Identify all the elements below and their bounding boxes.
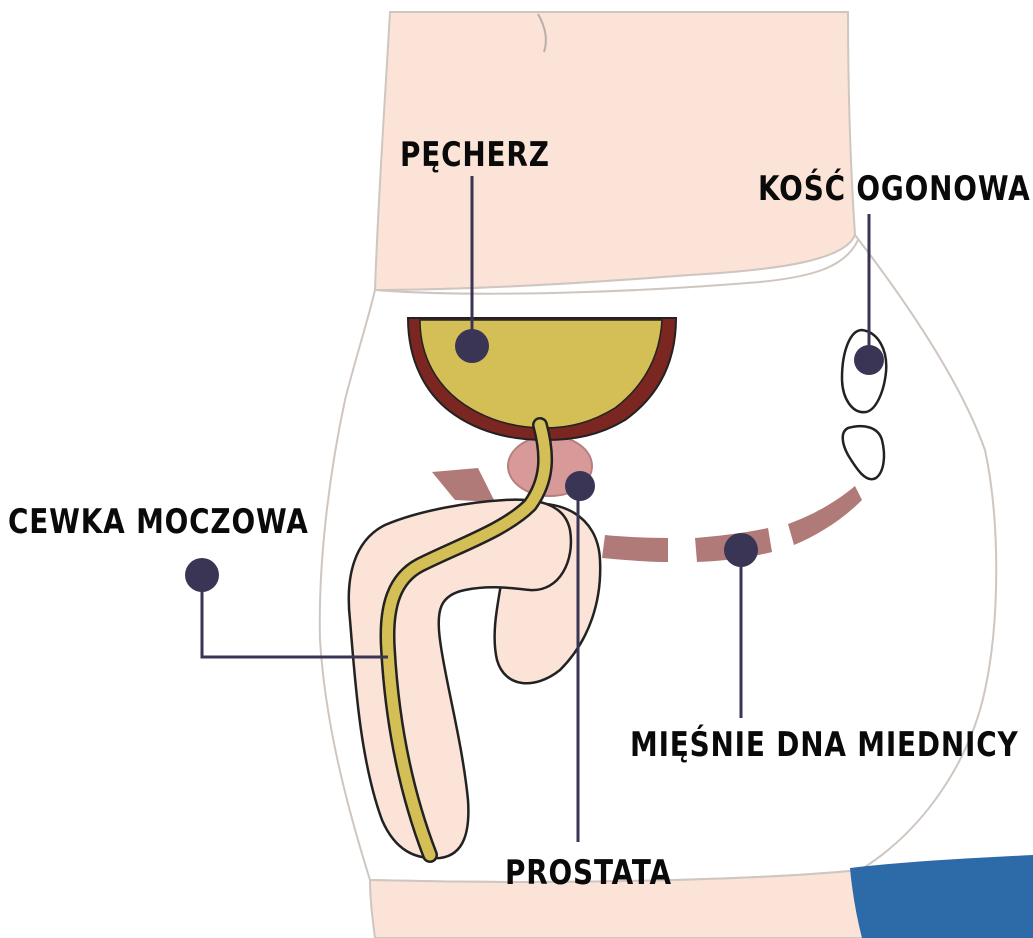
pointer-dot-coccyx (854, 345, 884, 375)
pointer-dot-bladder (455, 329, 489, 363)
label-coccyx: KOŚĆ OGONOWA (758, 172, 1031, 206)
pointer-dot-prostate (565, 471, 595, 501)
pointer-dot-pelvic (724, 533, 758, 567)
label-bladder: PĘCHERZ (400, 138, 550, 172)
label-prostate: PROSTATA (505, 856, 672, 890)
label-urethra: CEWKA MOCZOWA (8, 505, 309, 539)
label-pelvic-floor: MIĘŚNIE DNA MIEDNICY (630, 728, 1019, 762)
trousers (850, 855, 1033, 938)
pointer-dot-urethra (185, 558, 219, 592)
